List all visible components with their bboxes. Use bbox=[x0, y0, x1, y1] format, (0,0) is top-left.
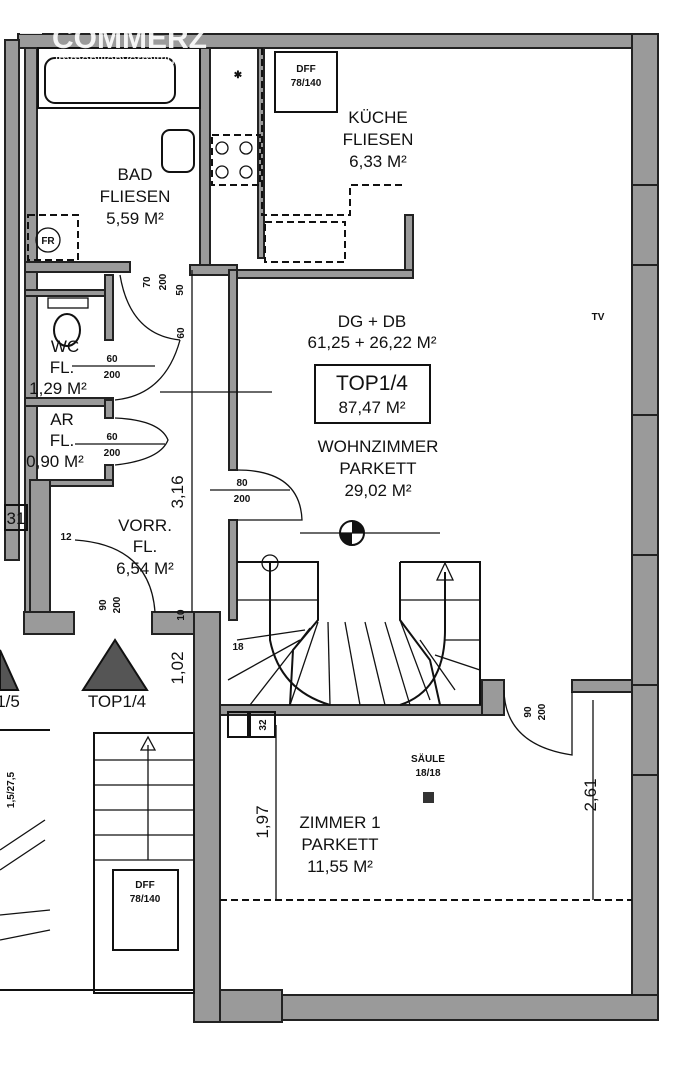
entrance-main-label: TOP1/4 bbox=[88, 692, 146, 711]
dff-bottom-window bbox=[112, 869, 179, 951]
door-entry-height: 200 bbox=[112, 596, 123, 613]
door-zimmer-width: 90 bbox=[523, 706, 534, 718]
unit-areas-sum: 61,25 + 26,22 M² bbox=[307, 333, 436, 352]
dim-2-61: 2,61 bbox=[581, 778, 600, 811]
box-32 bbox=[249, 711, 276, 738]
lower-staircase bbox=[0, 729, 195, 994]
dff-label: DFF bbox=[296, 64, 315, 75]
door-ar-width: 60 bbox=[106, 432, 118, 443]
box-31 bbox=[4, 504, 28, 531]
wc-area: 1,29 M² bbox=[29, 379, 87, 398]
door-entry-width: 90 bbox=[98, 599, 109, 611]
washbasin bbox=[161, 129, 195, 173]
bad-floor: FLIESEN bbox=[100, 187, 171, 206]
door-bad-height: 200 bbox=[158, 273, 169, 290]
ceiling-light-icon bbox=[300, 520, 440, 546]
wohnzimmer-name: WOHNZIMMER bbox=[318, 437, 439, 456]
door-ar-height: 200 bbox=[104, 448, 121, 459]
doors bbox=[72, 270, 573, 756]
dim-1-97: 1,97 bbox=[253, 805, 272, 838]
dim-18: 18 bbox=[232, 642, 244, 653]
dim-12: 12 bbox=[60, 532, 72, 543]
vorraum-floor: FL. bbox=[133, 537, 158, 556]
staircase bbox=[227, 554, 481, 706]
zimmer1-name: ZIMMER 1 bbox=[299, 813, 380, 832]
kueche-floor: FLIESEN bbox=[343, 130, 414, 149]
ar-area: 0,90 M² bbox=[26, 452, 84, 471]
box-31-label: 31 bbox=[7, 509, 26, 528]
unit-title: TOP1/4 bbox=[336, 372, 408, 395]
toilet bbox=[53, 313, 81, 347]
sink bbox=[264, 221, 346, 263]
door-wc-height: 200 bbox=[104, 370, 121, 381]
vorraum-name: VORR. bbox=[118, 516, 172, 535]
dff-size-label: 78/140 bbox=[291, 78, 322, 89]
entrance-marker-left bbox=[0, 649, 20, 691]
unit-total: 87,47 M² bbox=[338, 398, 405, 417]
svg-text:immobilienvermittlung: immobilienvermittlung bbox=[55, 51, 190, 67]
bad-area: 5,59 M² bbox=[106, 209, 164, 228]
ar-name: AR bbox=[50, 410, 74, 429]
svg-text:COMMERZ: COMMERZ bbox=[52, 22, 207, 55]
dim-1-02: 1,02 bbox=[168, 651, 187, 684]
kueche-name: KÜCHE bbox=[348, 108, 408, 127]
zimmer1-area: 11,55 M² bbox=[307, 857, 373, 876]
door-wc-width: 60 bbox=[106, 354, 118, 365]
saeule-label: SÄULE bbox=[411, 752, 445, 765]
ar-floor: FL. bbox=[50, 431, 75, 450]
zimmer1-floor: PARKETT bbox=[301, 835, 378, 854]
door-wohn-height: 200 bbox=[234, 494, 251, 505]
fr-label: FR bbox=[41, 236, 55, 247]
dff-top-window bbox=[274, 51, 338, 113]
dim-50: 50 bbox=[175, 284, 186, 296]
dim-stair: 1,5/27,5 bbox=[6, 771, 17, 808]
commerz-logo: COMMERZ immobilienvermittlung bbox=[20, 22, 207, 67]
unit-areas-line: DG + DB bbox=[338, 312, 407, 331]
wohnzimmer-floor: PARKETT bbox=[339, 459, 416, 478]
sun-icon: ✱ bbox=[234, 70, 243, 81]
door-zimmer-height: 200 bbox=[537, 703, 548, 720]
bad-name: BAD bbox=[118, 165, 153, 184]
entrance-marker-main bbox=[81, 638, 149, 691]
wc-floor: FL. bbox=[50, 358, 75, 377]
unit-title-box bbox=[314, 364, 431, 424]
vorraum-area: 6,54 M² bbox=[116, 559, 174, 578]
wohnzimmer-area: 29,02 M² bbox=[344, 481, 411, 500]
saeule-size: 18/18 bbox=[415, 768, 440, 779]
box-32-label: 32 bbox=[258, 719, 269, 731]
bathtub bbox=[44, 57, 176, 104]
door-bad-width: 70 bbox=[142, 276, 153, 288]
entrance-left-label: 1/5 bbox=[0, 692, 20, 711]
column-icon bbox=[423, 792, 434, 803]
tv-label: TV bbox=[592, 312, 605, 323]
dim-3-16: 3,16 bbox=[168, 475, 187, 508]
dff-bottom-label: DFF bbox=[135, 880, 154, 891]
dim-60: 60 bbox=[176, 327, 187, 339]
dff-bottom-size: 78/140 bbox=[130, 894, 161, 905]
dim-10: 10 bbox=[176, 609, 187, 621]
door-wohn-width: 80 bbox=[236, 478, 248, 489]
stove bbox=[211, 134, 261, 186]
kueche-area: 6,33 M² bbox=[349, 152, 407, 171]
walls bbox=[4, 33, 659, 1023]
wc-name: WC bbox=[51, 337, 79, 356]
